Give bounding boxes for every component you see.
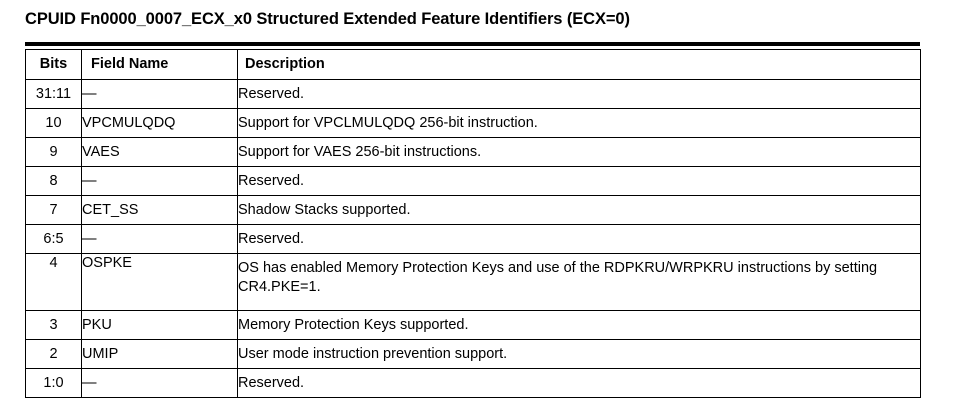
cell-field-name: VAES	[81, 137, 238, 167]
table-row: 10 VPCMULQDQ Support for VPCLMULQDQ 256-…	[25, 108, 921, 138]
table-row: 6:5 — Reserved.	[25, 224, 921, 254]
cell-field-name: VPCMULQDQ	[81, 108, 238, 138]
cell-field-name: CET_SS	[81, 195, 238, 225]
table-row: 7 CET_SS Shadow Stacks supported.	[25, 195, 921, 225]
table-row: 31:11 — Reserved.	[25, 79, 921, 109]
cell-bits: 10	[25, 108, 82, 138]
table-header-row: Bits Field Name Description	[25, 49, 921, 80]
cell-field-name: OSPKE	[81, 253, 238, 311]
column-header-field-name: Field Name	[81, 49, 238, 80]
cell-description: Reserved.	[237, 79, 921, 109]
table-row: 4 OSPKE OS has enabled Memory Protection…	[25, 253, 921, 311]
cell-field-name: PKU	[81, 310, 238, 340]
table-header: Bits Field Name Description	[25, 49, 921, 80]
cell-field-name: —	[81, 368, 238, 398]
cell-field-name: —	[81, 79, 238, 109]
cell-description: Support for VAES 256-bit instructions.	[237, 137, 921, 167]
title-underline-rule	[25, 42, 920, 46]
cell-bits: 2	[25, 339, 82, 369]
column-header-description: Description	[237, 49, 921, 80]
table-row: 3 PKU Memory Protection Keys supported.	[25, 310, 921, 340]
table-row: 9 VAES Support for VAES 256-bit instruct…	[25, 137, 921, 167]
cell-description: OS has enabled Memory Protection Keys an…	[237, 253, 921, 311]
cell-bits: 31:11	[25, 79, 82, 109]
cell-description: User mode instruction prevention support…	[237, 339, 921, 369]
cell-description: Support for VPCLMULQDQ 256-bit instructi…	[237, 108, 921, 138]
cell-description: Shadow Stacks supported.	[237, 195, 921, 225]
feature-identifiers-table: Bits Field Name Description 31:11 — Rese…	[25, 49, 921, 398]
cell-bits: 8	[25, 166, 82, 196]
column-header-bits: Bits	[25, 49, 82, 80]
table-row: 1:0 — Reserved.	[25, 368, 921, 398]
cell-description: Reserved.	[237, 224, 921, 254]
cell-bits: 1:0	[25, 368, 82, 398]
table-row: 2 UMIP User mode instruction prevention …	[25, 339, 921, 369]
cell-field-name: —	[81, 166, 238, 196]
cell-bits: 9	[25, 137, 82, 167]
table-body: 31:11 — Reserved. 10 VPCMULQDQ Support f…	[25, 79, 921, 398]
cell-bits: 4	[25, 253, 82, 311]
cell-description: Reserved.	[237, 368, 921, 398]
cell-bits: 7	[25, 195, 82, 225]
table-row: 8 — Reserved.	[25, 166, 921, 196]
cell-field-name: UMIP	[81, 339, 238, 369]
cell-bits: 6:5	[25, 224, 82, 254]
cell-description: Memory Protection Keys supported.	[237, 310, 921, 340]
cell-description: Reserved.	[237, 166, 921, 196]
cell-field-name: —	[81, 224, 238, 254]
cell-bits: 3	[25, 310, 82, 340]
page-title: CPUID Fn0000_0007_ECX_x0 Structured Exte…	[25, 10, 630, 28]
